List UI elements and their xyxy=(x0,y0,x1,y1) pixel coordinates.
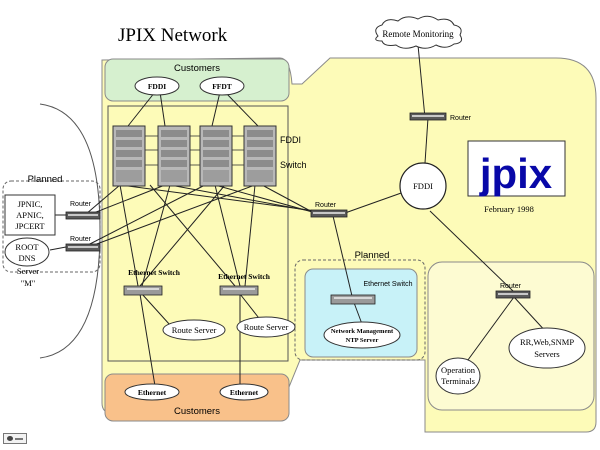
router-icon xyxy=(65,243,101,252)
jpnic-box xyxy=(4,194,56,236)
planned-center-region xyxy=(294,259,426,361)
router-label: Router xyxy=(70,236,92,243)
servers-label: Servers xyxy=(534,349,560,359)
fddi-switch-label: Switch xyxy=(280,160,307,170)
route-server xyxy=(162,319,226,341)
customer-ffdt-label: FFDT xyxy=(212,82,232,91)
route-server-label: Route Server xyxy=(172,325,217,335)
jpnic-label: JPNIC, xyxy=(18,199,43,209)
ntp-server-label: NTP Server xyxy=(346,337,379,344)
network-management-server xyxy=(323,321,401,349)
router-icon xyxy=(310,209,348,218)
network-management-label: Network Management xyxy=(331,328,394,335)
router-icon xyxy=(495,290,531,299)
connection-lines xyxy=(49,44,549,387)
ethernet-switch-icon xyxy=(219,285,259,296)
route-server xyxy=(236,316,296,338)
customer-ethernet-label: Ethernet xyxy=(230,388,259,397)
external-boundary-bracket xyxy=(39,103,101,359)
router-label: Router xyxy=(500,283,522,290)
customers-top-label: Customers xyxy=(174,63,220,74)
planned-left-label: Planned xyxy=(28,174,63,185)
root-dns-server xyxy=(4,237,50,267)
remote-monitoring-cloud xyxy=(375,15,462,49)
route-server-label: Route Server xyxy=(244,322,289,332)
switch-chassis xyxy=(243,125,277,187)
customer-ethernet-node xyxy=(124,383,180,401)
ethernet-switch-icon xyxy=(330,294,376,305)
root-dns-label: DNS xyxy=(18,253,35,263)
customer-ethernet-node xyxy=(219,383,269,401)
router-label: Router xyxy=(315,202,337,209)
fddi-switch-region xyxy=(107,105,289,362)
root-dns-label: "M" xyxy=(21,278,36,288)
fddi-switch-chassis xyxy=(112,125,277,187)
ethernet-switch-label: Ethernet Switch xyxy=(218,272,271,281)
ethernet-switch-icon xyxy=(123,285,163,296)
switch-chassis xyxy=(112,125,146,187)
switch-chassis xyxy=(199,125,233,187)
router-label: Router xyxy=(450,115,472,122)
planned-center-label: Planned xyxy=(355,250,390,261)
customer-ethernet-label: Ethernet xyxy=(138,388,167,397)
operation-terminals-label: Terminals xyxy=(441,376,475,386)
jpix-logo-box xyxy=(467,140,566,197)
router-icon xyxy=(409,112,447,121)
operation-terminals xyxy=(435,357,481,395)
router-label: Router xyxy=(70,201,92,208)
jpnic-label: APNIC, xyxy=(16,210,44,220)
date-label: February 1998 xyxy=(484,204,534,214)
operation-terminals-label: Operation xyxy=(441,365,476,375)
ethernet-switch-label: Ethernet Switch xyxy=(128,268,181,277)
router-icon xyxy=(65,211,101,220)
root-dns-label: ROOT xyxy=(15,242,39,252)
page-title: JPIX Network xyxy=(118,25,228,46)
customers-bottom-label: Customers xyxy=(174,406,220,417)
remote-monitoring-label: Remote Monitoring xyxy=(382,29,454,39)
jpnic-label: JPCERT xyxy=(15,221,45,231)
root-dns-label: Server xyxy=(17,266,39,276)
planned-ethernet-switch-label: Ethernet Switch xyxy=(363,281,412,288)
slide-nav-icon[interactable] xyxy=(3,433,27,444)
rr-web-snmp-servers xyxy=(508,327,586,369)
customer-ffdt-node xyxy=(199,76,245,96)
customer-fddi-node xyxy=(134,76,180,96)
fddi-switch-label: FDDI xyxy=(280,135,301,145)
fddi-ring-label: FDDI xyxy=(413,181,433,191)
switch-chassis xyxy=(157,125,191,187)
customer-fddi-label: FDDI xyxy=(148,82,166,91)
jpix-logo: jpix xyxy=(479,150,553,197)
fddi-ring xyxy=(399,162,447,210)
servers-label: RR,Web,SNMP xyxy=(520,337,574,347)
